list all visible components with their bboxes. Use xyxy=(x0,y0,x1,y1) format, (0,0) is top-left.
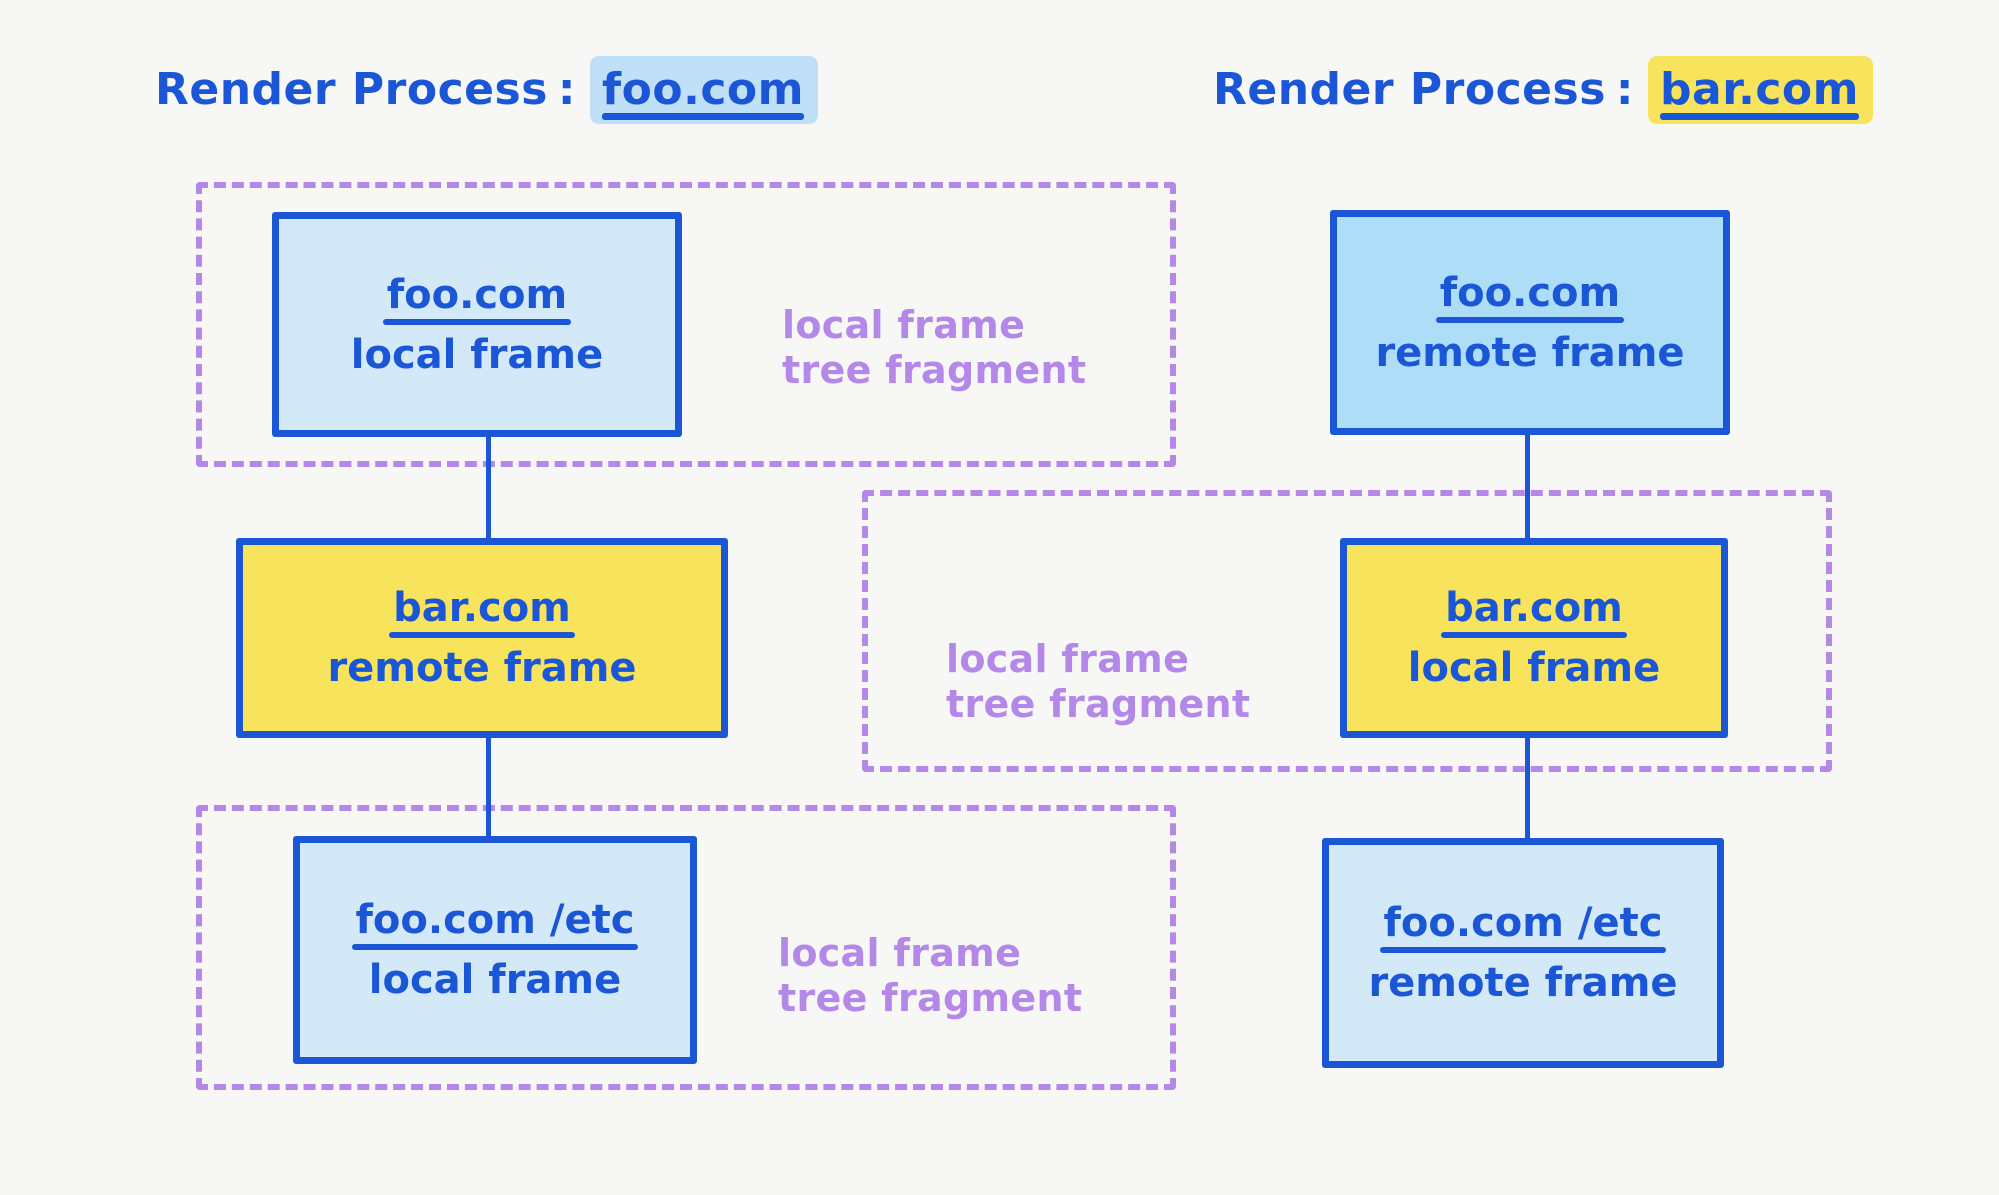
connector-right-foo-to-bar xyxy=(1525,432,1530,542)
frame-box-right-footetc-remote[interactable]: foo.com /etc remote frame xyxy=(1322,838,1724,1068)
frame-box-left-footetc-local[interactable]: foo.com /etc local frame xyxy=(293,836,697,1064)
fragment-label-left-top: local frame tree fragment xyxy=(782,258,1086,437)
fragment-label-left-bottom: local frame tree fragment xyxy=(778,886,1082,1065)
fragment-label-right-middle: local frame tree fragment xyxy=(946,592,1250,771)
local-frame-tree-fragment-region-left-top xyxy=(196,182,1176,467)
fragment-label-line1: local frame xyxy=(778,930,1022,975)
fragment-label-line2: tree fragment xyxy=(782,347,1087,392)
frame-kind: remote frame xyxy=(1375,329,1685,376)
connector-right-bar-to-footetc xyxy=(1525,730,1530,840)
local-frame-tree-fragment-region-left-bottom xyxy=(196,805,1176,1090)
process-origin-highlight-bar: bar.com xyxy=(1648,56,1873,124)
frame-origin: foo.com /etc xyxy=(1379,903,1667,953)
fragment-label-line2: tree fragment xyxy=(778,975,1083,1020)
process-origin-foo: foo.com xyxy=(602,64,804,115)
fragment-label-line1: local frame xyxy=(782,302,1026,347)
frame-kind: remote frame xyxy=(1368,960,1678,1006)
frame-origin: bar.com xyxy=(1441,588,1627,638)
frame-box-left-foo-local[interactable]: foo.com local frame xyxy=(272,212,682,437)
process-origin-highlight-foo: foo.com xyxy=(590,56,818,124)
connector-left-bar-to-footetc xyxy=(486,730,491,840)
fragment-label-line2: tree fragment xyxy=(946,681,1251,726)
connector-left-foo-to-bar xyxy=(486,434,491,544)
origin-underline xyxy=(1660,113,1859,120)
frame-origin: foo.com xyxy=(1435,273,1625,323)
frame-origin: bar.com xyxy=(389,588,575,638)
process-title-prefix: Render Process xyxy=(1213,64,1606,115)
frame-origin: foo.com xyxy=(382,275,572,325)
process-title-separator: : xyxy=(557,64,576,115)
process-origin-bar: bar.com xyxy=(1660,64,1859,115)
frame-box-right-foo-remote[interactable]: foo.com remote frame xyxy=(1330,210,1730,435)
frame-kind: local frame xyxy=(350,331,604,378)
fragment-label-line1: local frame xyxy=(946,636,1190,681)
local-frame-tree-fragment-region-right-middle xyxy=(862,490,1832,772)
render-process-title-foo: Render Process : foo.com xyxy=(155,56,818,124)
frame-kind: remote frame xyxy=(327,645,637,691)
frame-kind: local frame xyxy=(368,957,622,1003)
process-title-separator: : xyxy=(1615,64,1634,115)
render-process-title-bar: Render Process : bar.com xyxy=(1213,56,1873,124)
frame-origin: foo.com /etc xyxy=(351,900,639,950)
frame-kind: local frame xyxy=(1407,645,1661,691)
frame-box-left-bar-remote[interactable]: bar.com remote frame xyxy=(236,538,728,738)
origin-underline xyxy=(602,113,804,120)
process-title-prefix: Render Process xyxy=(155,64,548,115)
frame-box-right-bar-local[interactable]: bar.com local frame xyxy=(1340,538,1728,738)
